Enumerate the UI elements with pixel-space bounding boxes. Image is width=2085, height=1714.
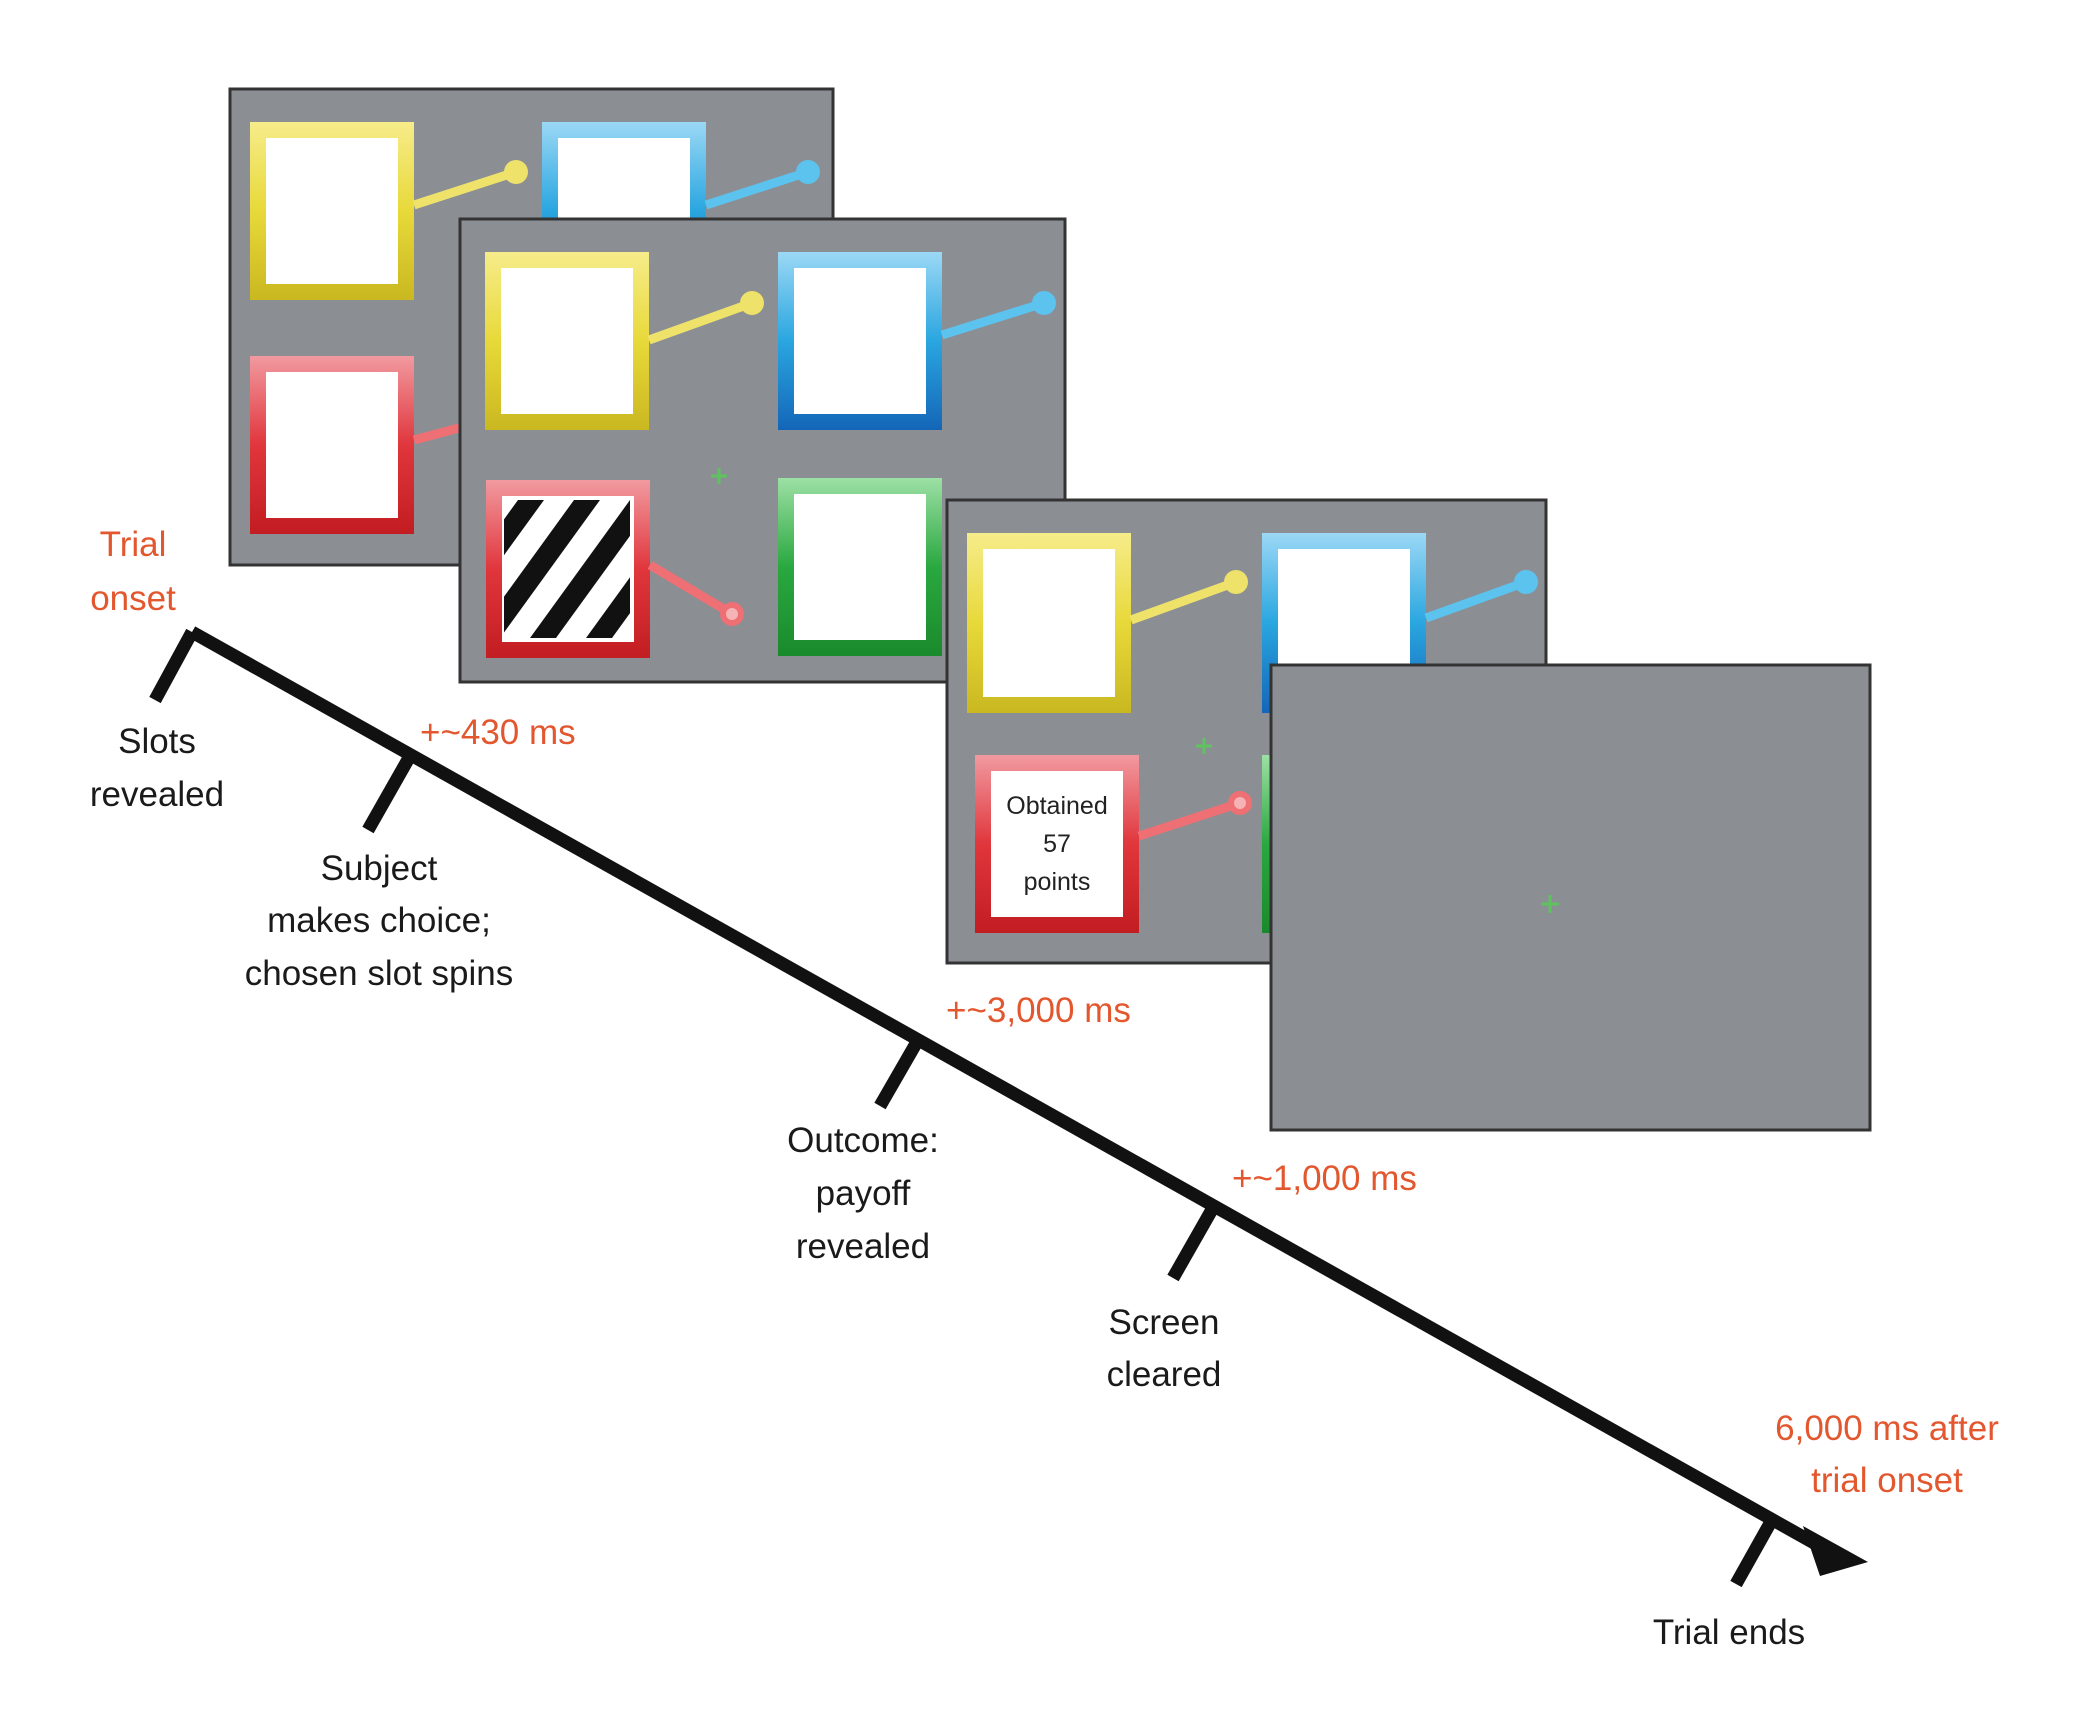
svg-text:cleared: cleared xyxy=(1107,1355,1222,1394)
svg-text:onset: onset xyxy=(90,579,176,618)
svg-text:Slots: Slots xyxy=(118,722,196,761)
label-slots-revealed: Slots revealed xyxy=(90,722,224,814)
fixation-cross xyxy=(1541,895,1559,913)
tick-slots-revealed xyxy=(149,628,198,704)
svg-text:Outcome:: Outcome: xyxy=(787,1121,939,1160)
screen-choice-spin xyxy=(458,217,1067,684)
timeline-axis xyxy=(149,626,1868,1588)
duration-1000ms: +~1,000 ms xyxy=(1232,1159,1417,1198)
screen-cleared xyxy=(1269,663,1872,1132)
svg-text:6,000 ms after: 6,000 ms after xyxy=(1775,1409,1999,1448)
svg-text:makes choice;: makes choice; xyxy=(267,901,491,940)
label-trial-end-time: 6,000 ms after trial onset xyxy=(1775,1409,1999,1500)
svg-text:Subject: Subject xyxy=(321,849,438,888)
label-trial-onset: Trial onset xyxy=(90,525,176,618)
slot-machine-yellow xyxy=(485,252,764,430)
fixation-cross xyxy=(711,468,727,484)
svg-text:revealed: revealed xyxy=(796,1227,930,1266)
svg-text:payoff: payoff xyxy=(816,1174,911,1213)
slot-machine-yellow xyxy=(967,533,1248,713)
slot-machine-green xyxy=(778,478,942,656)
spinning-stripes xyxy=(504,500,630,638)
tick-screen-cleared xyxy=(1167,1202,1220,1282)
slot-machine-red-outcome: Obtained 57 points xyxy=(975,755,1252,933)
slot-machine-yellow xyxy=(250,122,528,300)
label-subject-choice: Subject makes choice; chosen slot spins xyxy=(245,849,513,993)
label-outcome: Outcome: payoff revealed xyxy=(787,1121,939,1266)
outcome-text-line-3: points xyxy=(1024,868,1091,896)
svg-text:chosen slot spins: chosen slot spins xyxy=(245,954,513,993)
tick-outcome xyxy=(874,1036,924,1110)
slot-machine-red xyxy=(250,356,472,534)
outcome-points-value: 57 xyxy=(1043,830,1071,858)
slot-machine-red-spinning xyxy=(486,480,744,658)
duration-3000ms: +~3,000 ms xyxy=(946,991,1131,1030)
svg-text:revealed: revealed xyxy=(90,775,224,814)
tick-subject-choice xyxy=(362,752,416,834)
svg-text:Trial ends: Trial ends xyxy=(1653,1613,1805,1652)
timeline-arrowhead xyxy=(1803,1526,1868,1576)
tick-trial-ends xyxy=(1730,1514,1779,1588)
svg-text:trial onset: trial onset xyxy=(1811,1461,1963,1500)
slot-machine-blue xyxy=(778,252,1056,430)
duration-430ms: +~430 ms xyxy=(420,713,576,752)
label-trial-ends: Trial ends xyxy=(1653,1613,1805,1652)
label-screen-cleared: Screen cleared xyxy=(1107,1303,1222,1394)
outcome-text-line-1: Obtained xyxy=(1006,792,1107,820)
fixation-cross xyxy=(1196,738,1212,754)
svg-text:Screen: Screen xyxy=(1109,1303,1220,1342)
svg-text:Trial: Trial xyxy=(100,525,167,564)
